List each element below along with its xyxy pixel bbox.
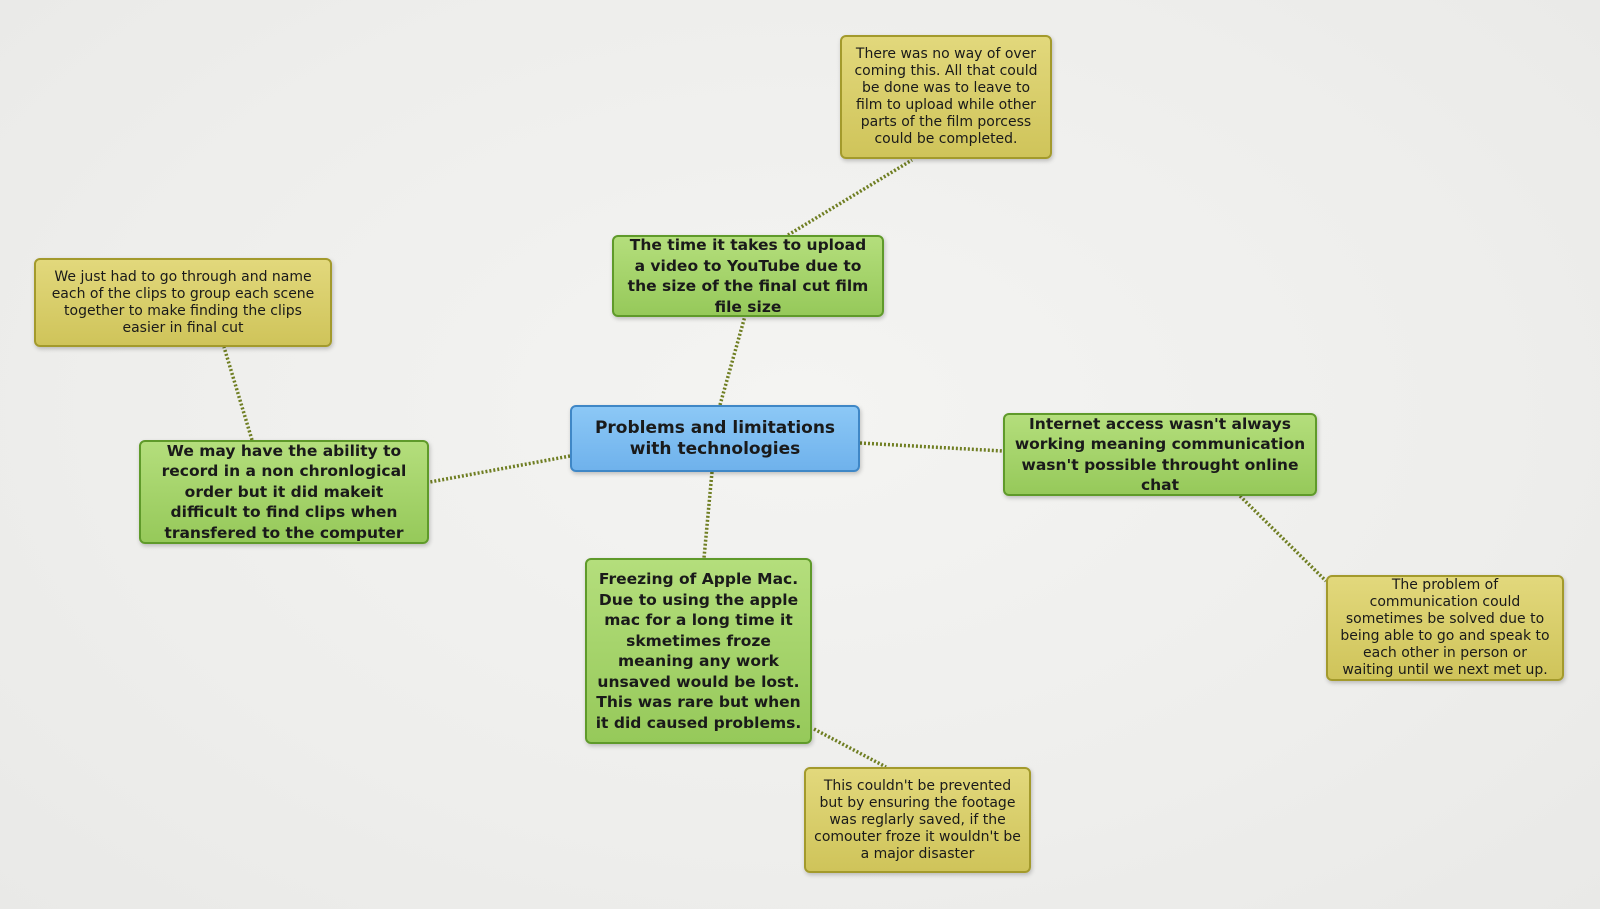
note-upload-text: There was no way of over coming this. Al…	[854, 46, 1038, 147]
topic-freezing-label: Freezing of Apple Mac. Due to using the …	[595, 570, 802, 732]
topic-internet[interactable]: Internet access wasn't always working me…	[1003, 413, 1317, 496]
link-internet-note	[1238, 494, 1328, 583]
link-freezing-note	[813, 727, 887, 769]
link-central-internet	[859, 441, 1004, 453]
note-internet[interactable]: The problem of communication could somet…	[1326, 575, 1564, 681]
note-freezing-text: This couldn't be prevented but by ensuri…	[814, 777, 1021, 862]
note-freezing[interactable]: This couldn't be prevented but by ensuri…	[804, 767, 1031, 873]
central-topic[interactable]: Problems and limitations with technologi…	[570, 405, 860, 472]
link-central-upload	[718, 315, 747, 406]
topic-chronological-label: We may have the ability to record in a n…	[161, 441, 407, 542]
note-chronological[interactable]: We just had to go through and name each …	[34, 258, 332, 347]
note-upload[interactable]: There was no way of over coming this. Al…	[840, 35, 1052, 159]
link-central-chronological	[429, 454, 571, 484]
central-topic-label: Problems and limitations with technologi…	[594, 417, 836, 459]
topic-upload[interactable]: The time it takes to upload a video to Y…	[612, 235, 884, 317]
topic-chronological[interactable]: We may have the ability to record in a n…	[139, 440, 429, 544]
topic-freezing[interactable]: Freezing of Apple Mac. Due to using the …	[585, 558, 812, 744]
link-upload-note	[787, 158, 913, 237]
topic-upload-label: The time it takes to upload a video to Y…	[627, 236, 869, 316]
topic-internet-label: Internet access wasn't always working me…	[1014, 414, 1306, 495]
link-chronological-note	[222, 346, 254, 441]
link-central-freezing	[702, 471, 714, 559]
note-chronological-text: We just had to go through and name each …	[51, 268, 315, 336]
note-internet-text: The problem of communication could somet…	[1340, 577, 1550, 678]
